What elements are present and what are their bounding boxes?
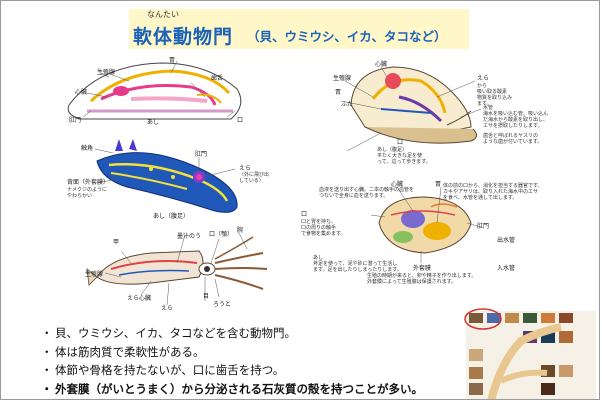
seaslug-label-anus: 肛門 xyxy=(195,151,208,158)
seaslug-illustration xyxy=(96,139,238,213)
snail-label-heart: 心臓 xyxy=(75,89,88,96)
gastropod-illustration xyxy=(350,66,477,144)
seaslug-label-tentacle: 触角 xyxy=(81,145,94,152)
bullet-item-bold: ・外套膜（がいとうまく）から分泌される石灰質の殻を持つことが多い。 xyxy=(41,381,423,396)
bivalve-label-mantle: 外套膜 xyxy=(413,265,432,272)
bivalve-stomach-desc: 体の前の口から、消化を担当する器官です。 カキやアサリは、取り入れた海水中のエサ… xyxy=(443,183,543,201)
squid-illustration xyxy=(86,236,268,290)
gastro-watertube-desc: 水管 海水を吸い込む管。吸い込ん だ海水から酸素を取り出し、 エサを摂取したりし… xyxy=(483,105,549,129)
title-banner: なんたい 軟体動物門 （貝、ウミウシ、イカ、タコなど） xyxy=(129,9,469,49)
seaslug-gill-note: （外に飛び出 している） xyxy=(239,172,270,184)
squid-label-gill: えら xyxy=(161,305,174,312)
seaslug-label-gill: えら xyxy=(239,165,252,172)
bivalve-label-heart: 心臓 xyxy=(391,181,404,188)
squid-label-eye: 目 xyxy=(203,293,210,300)
squid-label-heart: えら心臓 xyxy=(127,295,152,302)
page-title: 軟体動物門 xyxy=(133,26,234,48)
bivalve-mouth-desc: 口と胃を持ち、 口の周りの触手 で食物を集めます。 xyxy=(301,219,346,237)
seaslug-label-foot: あし（腹足） xyxy=(153,213,190,220)
squid-label-shell: 甲 xyxy=(113,239,120,246)
snail-label-reproductive: 生殖腺 xyxy=(97,69,116,76)
snail-label-foot: あし xyxy=(147,119,160,126)
bivalve-label-mouth: 口 xyxy=(301,211,308,218)
squid-label-reproductive: 生殖腺 xyxy=(85,271,104,278)
bivalve-mantle-desc: 生殖の時期が来ると、卵や精子を作り出します。 外套膜によって生殖腺は保護されます… xyxy=(367,273,477,285)
gastro-label-stomach: 胃 xyxy=(335,89,342,96)
bullet-item: ・体節や骨格を持たないが、口に歯舌を持つ。 xyxy=(41,363,285,377)
bivalve-label-in-tube: 入水管 xyxy=(497,265,516,272)
bivalve-label-anus: 肛門 xyxy=(477,223,490,230)
squid-label-arm: 腕 xyxy=(237,227,244,234)
gastro-label-gill: えら xyxy=(477,75,490,82)
gastro-label-mouth: 口 xyxy=(397,139,404,146)
seaslug-label-mantle: 背面（外套膜） xyxy=(67,179,110,186)
squid-label-funnel: ろうと xyxy=(213,301,232,308)
snail-label-anus: 肛門 xyxy=(69,117,82,124)
gastro-label-heart: 心臓 xyxy=(375,61,388,68)
page-subtitle: （貝、ウミウシ、イカ、タコなど） xyxy=(247,29,447,44)
gastro-foot-desc: あし（腹足） 平たく大きな足を使 って、這って歩きます。 xyxy=(377,147,431,165)
summary-bullets: ・貝、ウミウシ、イカ、タコなどを含む動物門。 ・体は筋肉質で柔軟性がある。 ・体… xyxy=(41,324,423,398)
thumbnail-collage xyxy=(464,308,596,399)
gastro-label-reproductive: 生殖腺 xyxy=(333,75,352,82)
bullet-item: ・体は筋肉質で柔軟性がある。 xyxy=(41,344,205,359)
snail-illustration xyxy=(67,62,242,120)
gastro-gill-desc: から 吸い取る酸素 物質を取り込み ます。 xyxy=(477,83,513,107)
squid-label-mouth: 口（顎） xyxy=(209,231,234,238)
bullet-item: ・貝、ウミウシ、イカ、タコなどを含む動物門。 xyxy=(41,326,297,340)
bivalve-foot-desc: あし 斧足を使って、泥や砂に潜って生活し ます。足を出したりしまったりします。 xyxy=(313,255,402,273)
gastro-radula-desc: 歯舌と呼ばれるヤスリの ような歯が付いています。 xyxy=(483,133,543,145)
gastro-label-mantle: ふた xyxy=(341,101,354,108)
bivalve-heart-desc: 血液を送り出す心臓。二本の触手の血管を つないで全身に血を送ります。 xyxy=(319,187,415,199)
leader-lines xyxy=(82,60,482,306)
bivalve-label-stomach: 胃 xyxy=(435,181,442,188)
snail-label-mouth: 口 xyxy=(237,117,244,124)
highlight-ring xyxy=(464,308,502,330)
title-ruby: なんたい xyxy=(147,10,179,19)
snail-label-stomach: 胃 xyxy=(169,57,176,64)
bivalve-illustration xyxy=(378,196,472,254)
seaslug-mantle-note: ナメクジのように やわらかい xyxy=(67,187,108,199)
snail-label-radula: 歯舌 xyxy=(211,75,224,82)
bivalve-label-out-tube: 出水管 xyxy=(497,237,516,244)
squid-label-siphon: 墨汁のう xyxy=(177,233,202,240)
